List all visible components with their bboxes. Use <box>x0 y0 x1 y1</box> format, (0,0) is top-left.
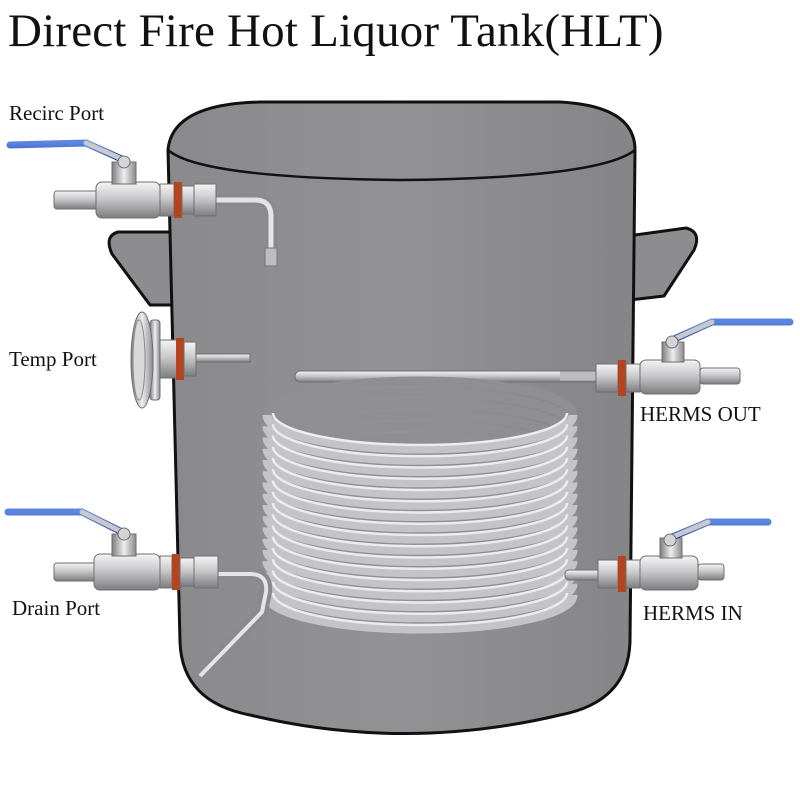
coil-ring-front <box>262 549 578 589</box>
coil-ring-highlight <box>271 457 569 492</box>
recirc-valve <box>6 139 278 267</box>
coil-ring-highlight <box>271 424 569 458</box>
herms-out-label: HERMS OUT <box>640 402 761 426</box>
coil-ring-front <box>262 425 578 465</box>
coil-ring-front <box>262 538 578 578</box>
drain-port-label: Drain Port <box>12 596 101 620</box>
coil-ring-highlight <box>271 536 569 570</box>
coil-ring-highlight <box>271 592 569 627</box>
coil-ring-highlight <box>271 514 569 548</box>
coil-ring-highlight <box>271 547 569 582</box>
herms-coil <box>262 370 606 634</box>
coil-ring-highlight <box>271 480 569 514</box>
herms-in-label: HERMS IN <box>643 601 743 625</box>
coil-ring-front <box>262 515 578 555</box>
coil-ring-front <box>262 436 578 476</box>
coil-ring-highlight <box>271 446 569 480</box>
coil-ring-front <box>262 470 578 510</box>
coil-ring-front <box>262 560 578 600</box>
herms-out-valve <box>595 318 794 396</box>
recirc-port-label: Recirc Port <box>9 101 105 125</box>
coil-ring-front <box>262 526 578 566</box>
coil-ring-highlight <box>271 435 569 469</box>
coil-ring-highlight <box>271 559 569 593</box>
coil-ring-front <box>262 414 578 454</box>
thermometer <box>130 311 251 409</box>
temp-port-label: Temp Port <box>9 347 97 371</box>
coil-ring-highlight <box>271 469 569 503</box>
coil-ring-front <box>262 504 578 544</box>
diagram-title: Direct Fire Hot Liquor Tank(HLT) <box>8 5 664 57</box>
drain-valve <box>4 508 273 681</box>
coil-ring-highlight <box>271 581 569 615</box>
coil-ring-back <box>262 399 578 439</box>
coil-ring-front <box>262 459 578 499</box>
coil-ring-highlight <box>271 525 569 559</box>
coil-ring-front <box>262 594 578 634</box>
coil-ring-front <box>262 493 578 533</box>
coil-ring-front <box>262 448 578 488</box>
pot-handle-left <box>107 230 184 307</box>
coil-ring-back <box>262 376 578 416</box>
coil-ring-front <box>262 571 578 611</box>
coil-ring-highlight <box>271 502 569 537</box>
coil-ring-front <box>262 583 578 623</box>
coil-ring-highlight <box>271 570 569 604</box>
coil-ring-front <box>262 481 578 521</box>
coil-ring-highlight <box>271 491 569 525</box>
herms-in-valve <box>597 518 772 592</box>
pot-handle-right <box>626 226 699 302</box>
coil-ring-back <box>262 387 578 427</box>
coil-ring-highlight <box>271 412 569 447</box>
